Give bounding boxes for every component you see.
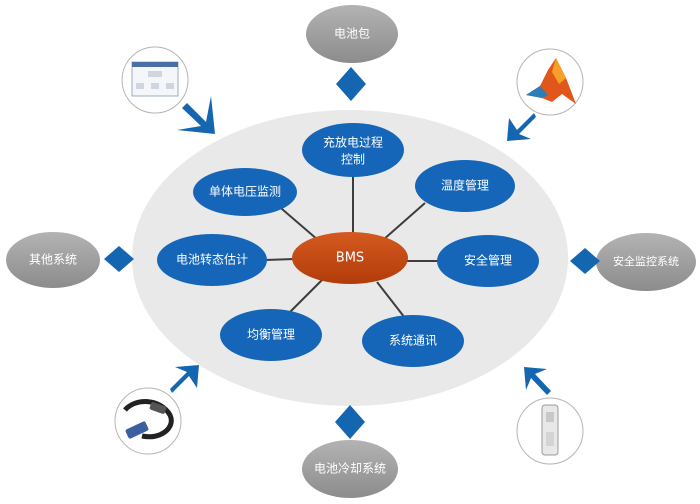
arrow-top-right xyxy=(507,113,536,141)
bms-label: BMS xyxy=(336,251,364,266)
arrow-bottom-left xyxy=(170,365,199,393)
connector-cell-voltage xyxy=(274,202,319,241)
function-node-comm: 系统通讯 xyxy=(362,315,464,367)
function-label-line2: 控制 xyxy=(341,153,365,167)
software-screenshot-icon xyxy=(121,46,189,114)
external-left-other-systems: 其他系统 xyxy=(6,232,100,288)
function-label: 充放电过程 xyxy=(323,135,383,150)
bms-center-node: BMS xyxy=(292,232,408,284)
external-label: 电池包 xyxy=(334,27,370,41)
external-label: 电池冷却系统 xyxy=(314,462,386,476)
arrow-bottom xyxy=(335,405,365,439)
function-label: 安全管理 xyxy=(464,253,512,268)
external-label: 安全监控系统 xyxy=(613,254,679,268)
connector-temperature xyxy=(382,202,426,241)
function-node-charge: 充放电过程 控制 xyxy=(302,123,404,177)
arrow-top xyxy=(336,67,366,101)
function-node-balance: 均衡管理 xyxy=(220,309,322,361)
function-label: 系统通讯 xyxy=(389,334,437,348)
arrow-top-left xyxy=(177,96,215,134)
arrow-right xyxy=(570,248,600,274)
external-right-safety-monitor: 安全监控系统 xyxy=(596,233,696,291)
arrow-bottom-right xyxy=(524,367,551,395)
external-top-battery-pack: 电池包 xyxy=(306,5,398,63)
arrow-left xyxy=(104,246,134,272)
function-node-safety: 安全管理 xyxy=(437,235,539,287)
external-label: 其他系统 xyxy=(29,253,77,267)
function-node-temperature: 温度管理 xyxy=(415,160,515,212)
function-label: 单体电压监测 xyxy=(209,185,281,199)
connector-comm xyxy=(376,281,406,319)
function-label: 电池转态估计 xyxy=(176,252,248,267)
external-bottom-cooling: 电池冷却系统 xyxy=(302,440,398,498)
function-label: 均衡管理 xyxy=(247,327,295,342)
cable-connector-icon xyxy=(114,387,182,455)
connector-balance xyxy=(289,279,323,313)
connector-lines xyxy=(264,175,440,319)
function-node-cell-voltage: 单体电压监测 xyxy=(193,168,297,216)
sensor-device-icon xyxy=(516,397,584,465)
matlab-logo-icon xyxy=(516,48,584,116)
function-label: 温度管理 xyxy=(441,178,489,193)
function-node-soc: 电池转态估计 xyxy=(157,234,267,286)
connector-soc xyxy=(264,258,296,261)
